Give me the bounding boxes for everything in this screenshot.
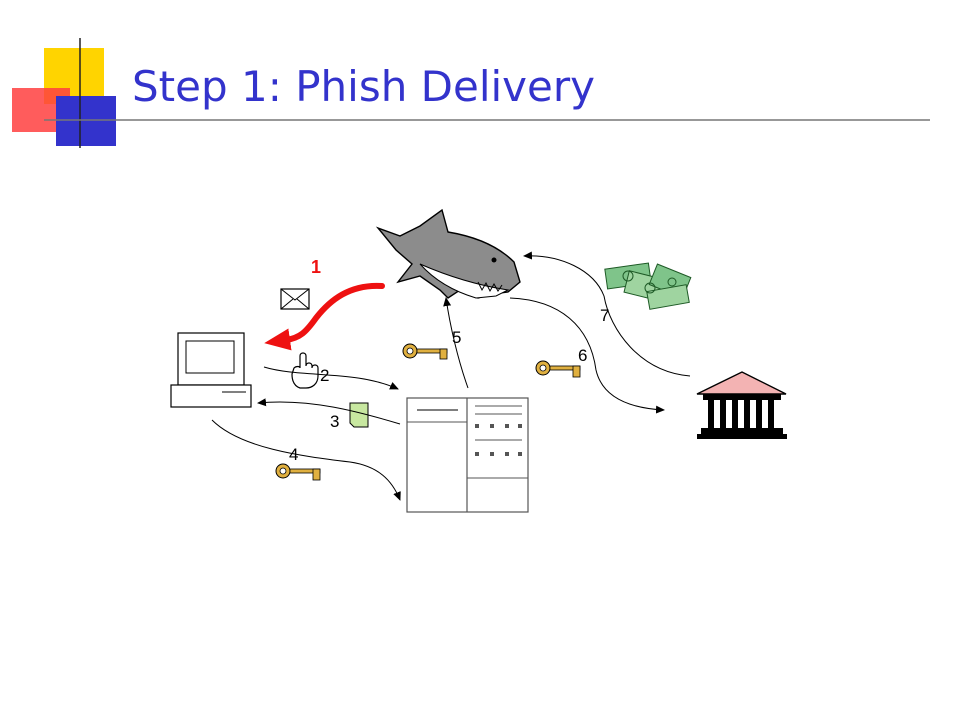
step-4-label: 4 xyxy=(289,445,298,464)
key-icon xyxy=(275,463,321,481)
server-rack-icon xyxy=(406,397,529,513)
computer-icon xyxy=(170,332,252,408)
step-2-label: 2 xyxy=(320,366,329,385)
envelope-icon xyxy=(280,288,310,310)
step-3-label: 3 xyxy=(330,412,339,431)
step-7-arrow xyxy=(523,251,691,377)
document-icon xyxy=(349,402,369,428)
key-icon xyxy=(535,360,581,378)
hand-pointer-icon xyxy=(291,352,319,389)
step-2-arrow xyxy=(263,366,399,390)
step-5-label: 5 xyxy=(452,328,461,347)
step-1-arrow xyxy=(264,282,385,351)
key-icon xyxy=(402,343,448,360)
shark-icon xyxy=(375,208,521,299)
money-icon xyxy=(604,262,692,310)
step-4-arrow xyxy=(211,419,401,501)
slide-title: Step 1: Phish Delivery xyxy=(132,62,596,111)
slide-decoration xyxy=(12,38,930,148)
step-7-label: 7 xyxy=(600,306,609,325)
step-5-arrow xyxy=(443,297,469,389)
step-6-arrow xyxy=(509,297,665,414)
step-1-label: 1 xyxy=(311,257,321,277)
step-3-arrow xyxy=(257,398,401,425)
bank-icon xyxy=(696,371,787,439)
step-6-label: 6 xyxy=(578,346,587,365)
